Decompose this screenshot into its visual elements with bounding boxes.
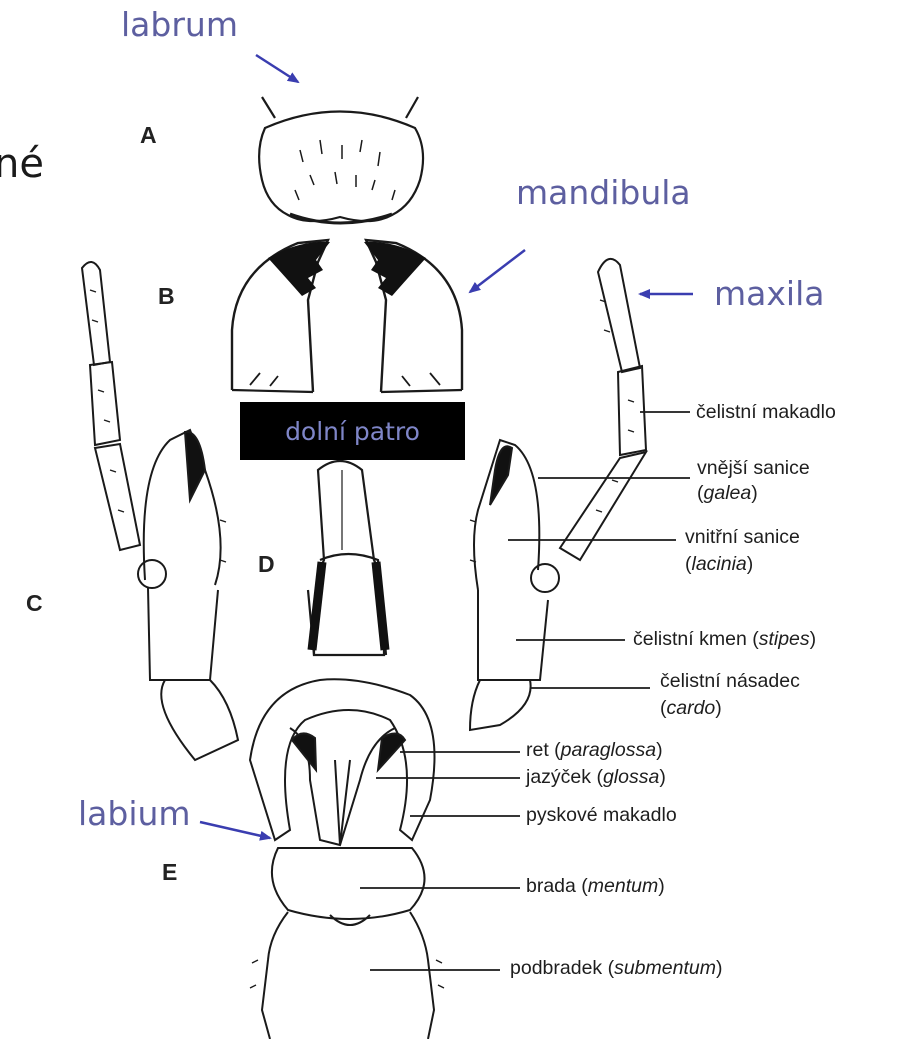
maxilla-left-drawing <box>82 262 238 760</box>
label-vnitrni-sanice: vnitřní sanice <box>685 528 800 548</box>
figure-letter-c: C <box>26 592 43 615</box>
hypopharynx-drawing <box>308 461 386 655</box>
mandibula-arrow <box>470 250 525 292</box>
figure-letter-d: D <box>258 553 275 576</box>
labrum-drawing <box>259 97 423 223</box>
callout-maxila: maxila <box>714 277 824 310</box>
slide-text-fragment: né <box>0 144 44 184</box>
figure-letter-e: E <box>162 861 177 884</box>
callout-labrum: labrum <box>121 8 238 41</box>
label-cardo: (cardo) <box>660 699 722 719</box>
callout-mandibula: mandibula <box>516 176 691 209</box>
label-ret: ret (paraglossa) <box>526 741 663 761</box>
figure-letter-b: B <box>158 285 175 308</box>
label-podbradek: podbradek (submentum) <box>510 959 722 979</box>
labium-arrow <box>200 822 270 838</box>
callout-labium: labium <box>78 797 191 830</box>
labium-drawing <box>250 679 444 1039</box>
label-lacinia: (lacinia) <box>685 555 753 575</box>
labrum-arrow <box>256 55 298 82</box>
label-pyskove-makadlo: pyskové makadlo <box>526 806 677 826</box>
label-celistni-kmen: čelistní kmen (stipes) <box>633 630 816 650</box>
maxilla-right-drawing <box>470 259 646 730</box>
label-galea: (galea) <box>697 484 758 504</box>
label-celistni-nasadec: čelistní násadec <box>660 672 800 692</box>
dolni-patro-box: dolní patro <box>240 402 465 460</box>
label-celistni-makadlo: čelistní makadlo <box>696 403 836 423</box>
label-jazycek: jazýček (glossa) <box>526 768 666 788</box>
mandible-drawing <box>232 240 462 392</box>
label-vnejsi-sanice: vnější sanice <box>697 459 810 479</box>
label-brada: brada (mentum) <box>526 877 665 897</box>
dolni-patro-label: dolní patro <box>285 417 420 446</box>
figure-letter-a: A <box>140 124 157 147</box>
